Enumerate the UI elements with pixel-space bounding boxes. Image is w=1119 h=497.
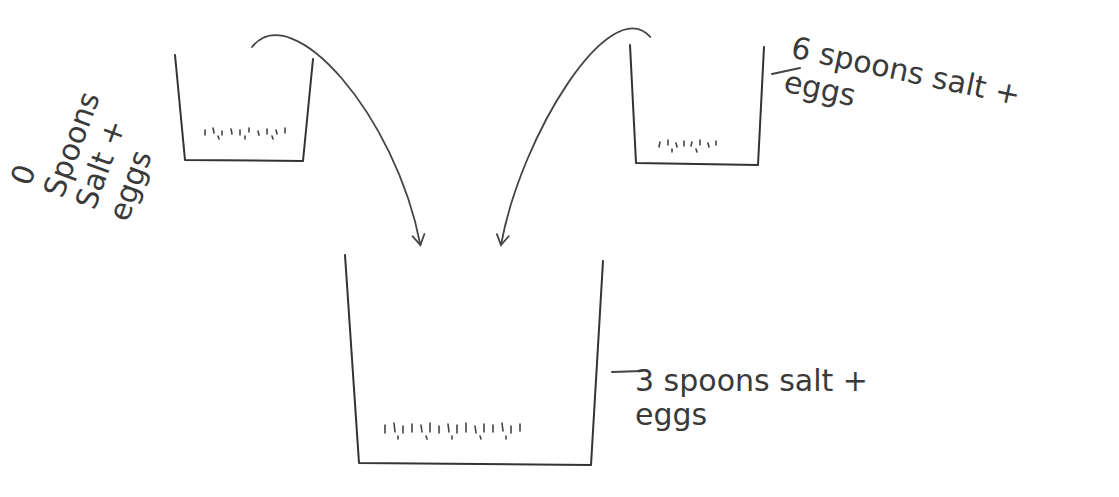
beaker-outline bbox=[630, 45, 765, 165]
leader-dash bbox=[612, 68, 800, 372]
pour-arrow bbox=[501, 28, 650, 245]
beaker-label: 0 Spoons Salt + eggs bbox=[4, 75, 171, 226]
beaker-label: 6 spoons salt + eggs bbox=[781, 30, 1089, 160]
right-beaker: 6 spoons salt + eggs bbox=[630, 45, 765, 165]
beaker-outline bbox=[345, 255, 605, 465]
left-beaker: 0 Spoons Salt + eggs bbox=[175, 55, 315, 163]
beaker-label: 3 spoons salt + eggs bbox=[635, 364, 925, 433]
mixing-beaker: 3 spoons salt + eggs bbox=[345, 255, 605, 465]
pour-arrow bbox=[252, 35, 420, 245]
beaker-outline bbox=[175, 55, 315, 163]
